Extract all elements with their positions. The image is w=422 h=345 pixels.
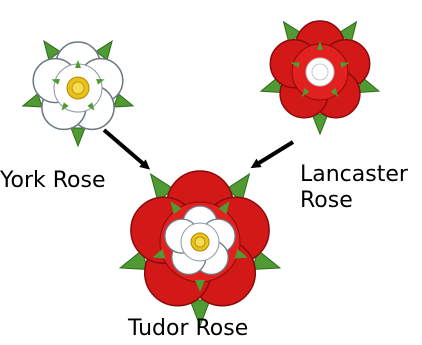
tudor-rose-icon: [117, 168, 283, 326]
arrow-icon: [104, 130, 147, 167]
lancaster-label-line1: Lancaster: [300, 162, 408, 188]
arrow-icon: [254, 142, 293, 166]
york-rose-icon: [21, 37, 136, 146]
lancaster-rose-label: Lancaster Rose: [300, 162, 408, 215]
york-rose-label: York Rose: [0, 168, 106, 194]
lancaster-label-line2: Rose: [300, 188, 408, 214]
lancaster-rose-icon: [259, 17, 382, 134]
tudor-rose-label: Tudor Rose: [128, 316, 248, 342]
